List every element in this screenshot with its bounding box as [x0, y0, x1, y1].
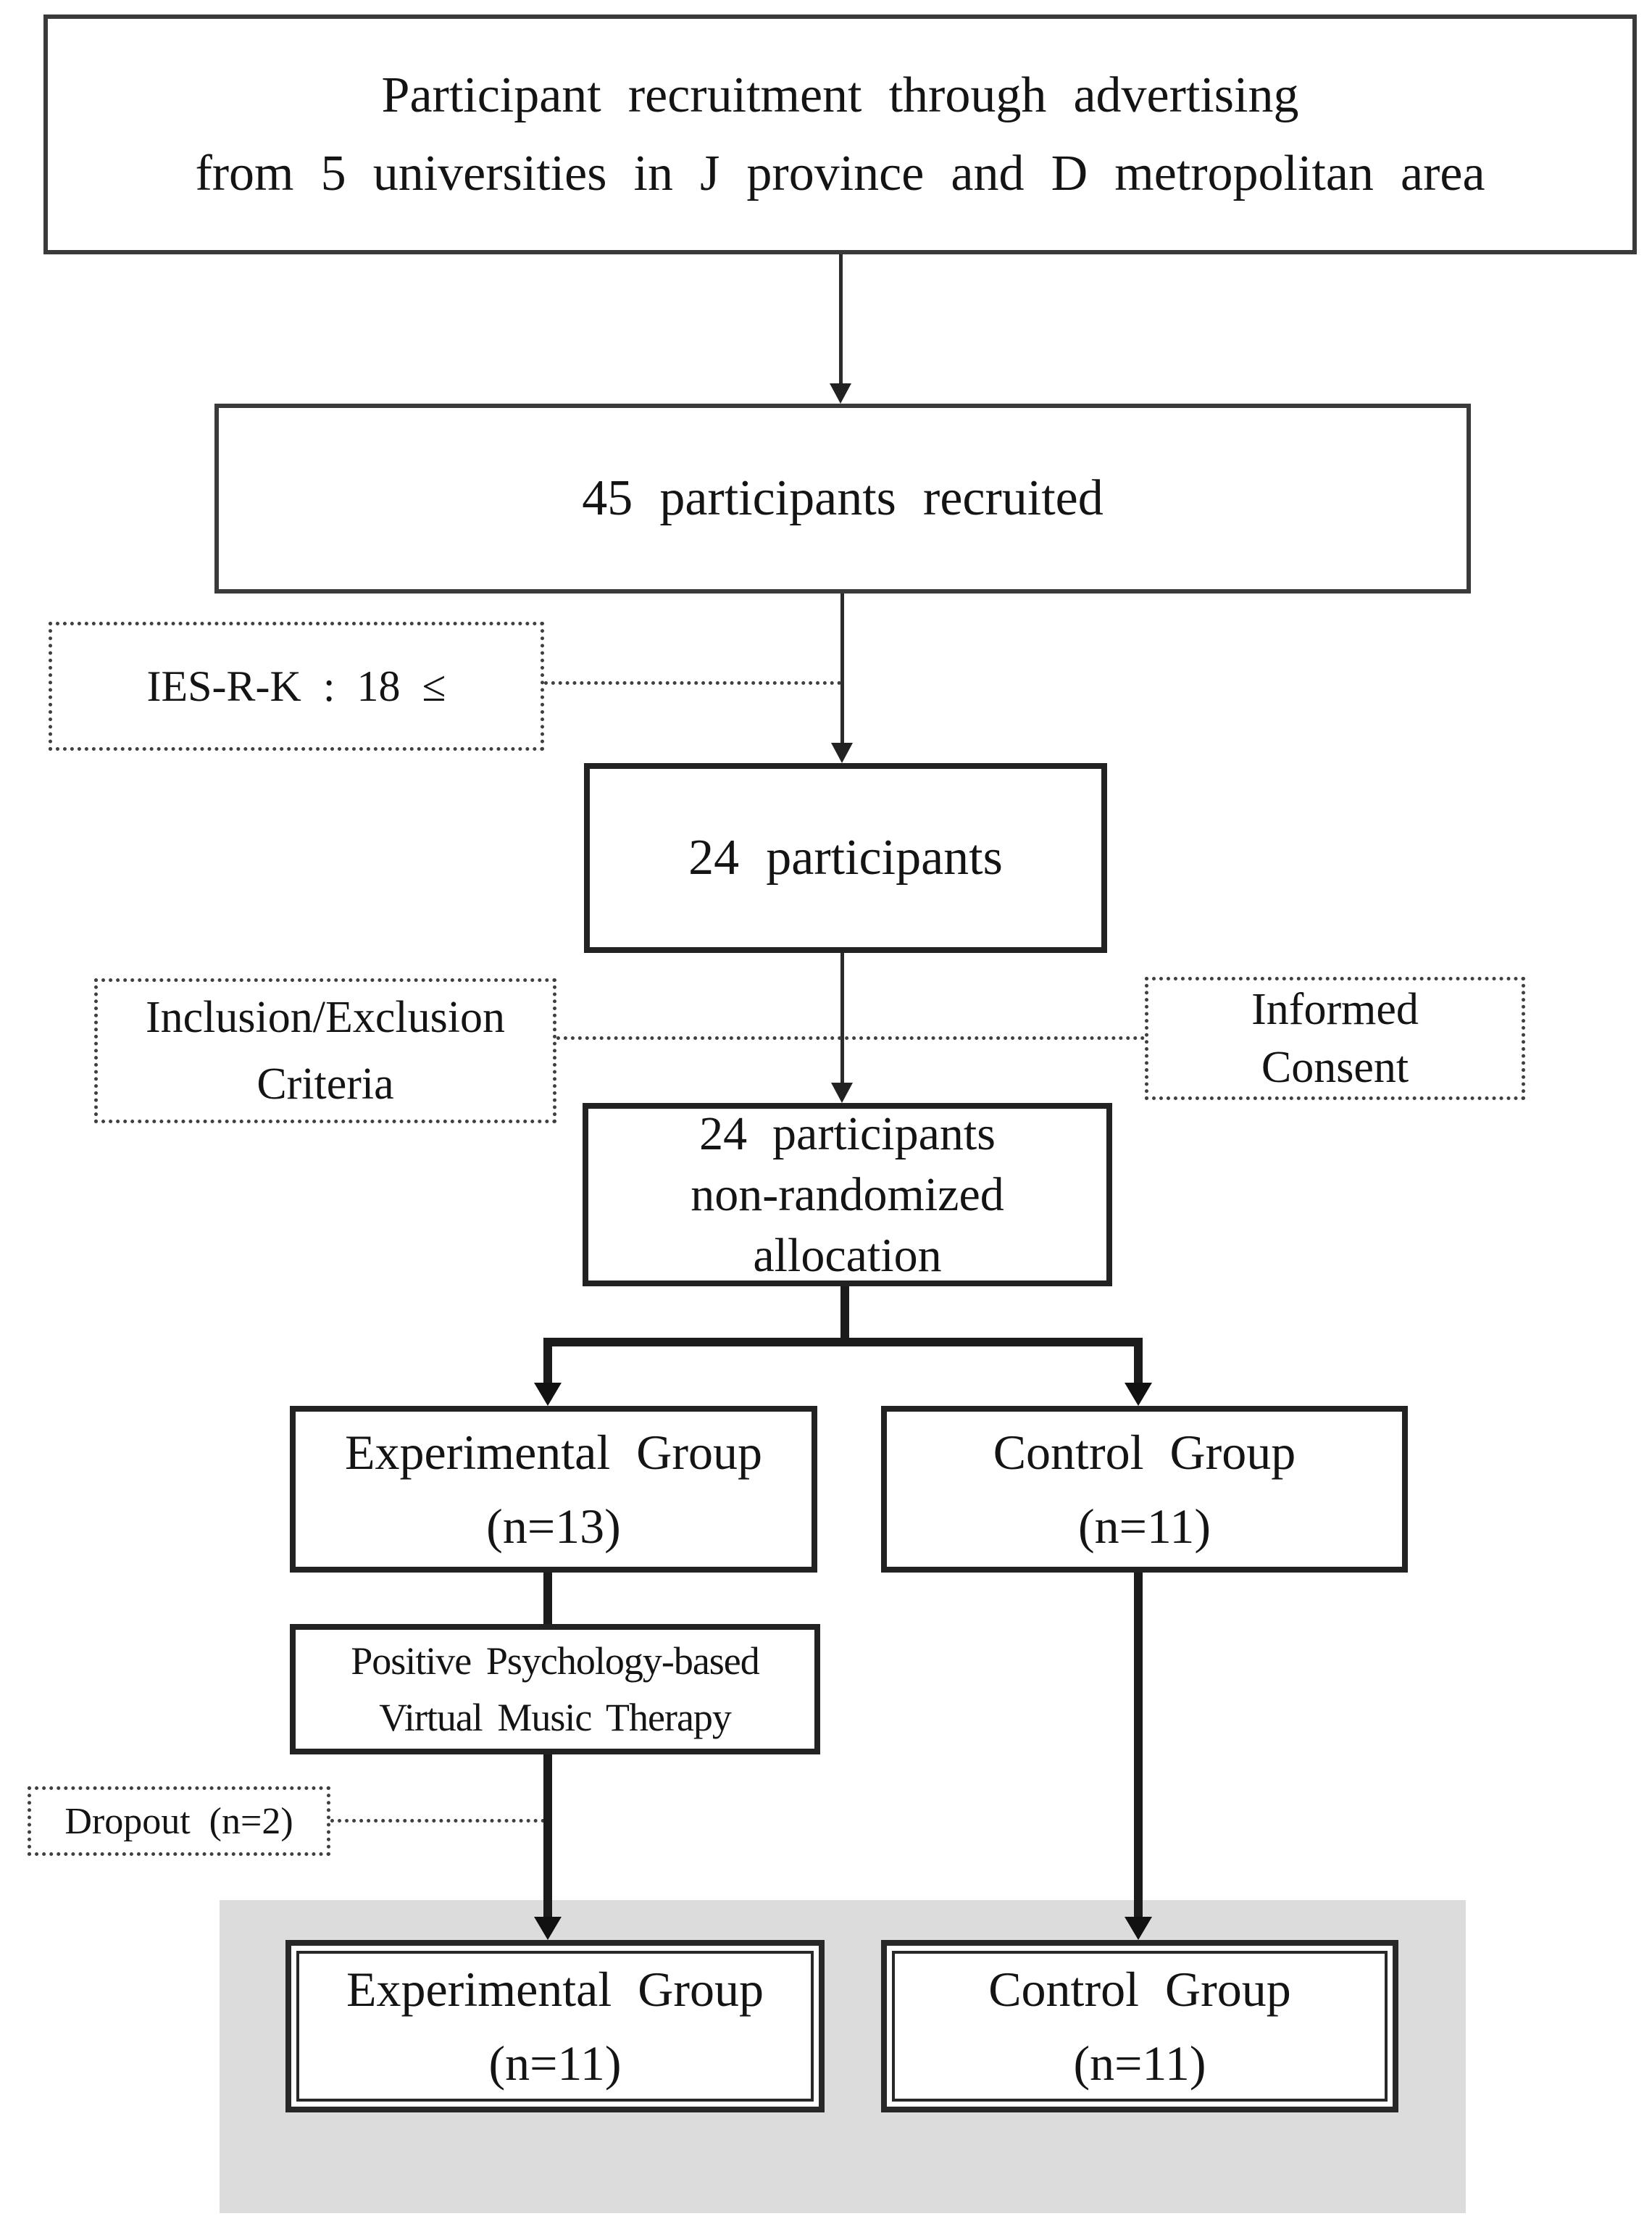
node-recruited-label: 45 participants recruited — [582, 470, 1104, 526]
arrowhead-final-experimental-icon — [534, 1917, 562, 1940]
dotted-connector-criteria-consent — [556, 1036, 1145, 1040]
node-control-line1: Control Group — [993, 1425, 1296, 1480]
node-screened: 24 participants — [584, 763, 1107, 953]
arrowhead-recruited-icon — [830, 383, 851, 404]
node-therapy-line1: Positive Psychology-based — [351, 1639, 760, 1683]
annotation-informed-consent: Informed Consent — [1145, 977, 1525, 1100]
node-control-line2: (n=11) — [1077, 1499, 1211, 1554]
arrowhead-screened-icon — [831, 743, 853, 763]
node-recruitment-line1: Participant recruitment through advertis… — [381, 67, 1299, 123]
arrow-line-recruitment-to-recruited — [839, 254, 843, 386]
node-final-control-group: Control Group (n=11) — [881, 1940, 1398, 2112]
arrow-line-to-experimental — [543, 1338, 552, 1383]
annotation-inclusion-exclusion: Inclusion/Exclusion Criteria — [94, 978, 556, 1123]
node-allocation-line2: non-randomized — [691, 1167, 1004, 1221]
node-therapy: Positive Psychology-based Virtual Music … — [290, 1624, 820, 1754]
arrow-line-therapy-to-final-experimental — [543, 1754, 552, 1918]
node-experimental-line1: Experimental Group — [344, 1425, 763, 1480]
node-allocation-line1: 24 participants — [699, 1107, 996, 1160]
arrowhead-final-control-icon — [1125, 1917, 1152, 1940]
arrowhead-control-icon — [1125, 1383, 1152, 1406]
branch-horizontal-line — [543, 1338, 1143, 1346]
arrow-line-control-to-final-control — [1134, 1572, 1143, 1918]
node-recruitment-line2: from 5 universities in J province and D … — [195, 145, 1485, 201]
annotation-dropout-label: Dropout (n=2) — [64, 1800, 293, 1842]
arrowhead-experimental-icon — [534, 1383, 562, 1406]
node-allocation: 24 participants non-randomized allocatio… — [583, 1103, 1112, 1286]
annotation-criteria-line2: Criteria — [256, 1059, 394, 1109]
line-experimental-to-therapy — [543, 1572, 552, 1627]
node-final-control-line2: (n=11) — [1073, 2036, 1206, 2091]
node-experimental-line2: (n=13) — [486, 1499, 621, 1554]
annotation-consent-line1: Informed — [1251, 985, 1419, 1034]
dotted-connector-ies — [544, 681, 841, 685]
node-final-experimental-line2: (n=11) — [488, 2036, 622, 2091]
node-therapy-line2: Virtual Music Therapy — [379, 1696, 732, 1739]
node-allocation-line3: allocation — [753, 1228, 942, 1282]
node-recruitment: Participant recruitment through advertis… — [43, 14, 1637, 254]
node-final-experimental-line1: Experimental Group — [346, 1962, 764, 2017]
arrow-line-to-control — [1134, 1338, 1143, 1383]
arrow-line-screened-to-allocation — [840, 952, 844, 1083]
node-recruited: 45 participants recruited — [214, 404, 1471, 594]
node-experimental-group: Experimental Group (n=13) — [290, 1406, 817, 1573]
annotation-ies-criterion: IES-R-K : 18 ≤ — [49, 622, 544, 751]
node-final-control-line1: Control Group — [988, 1962, 1291, 2017]
dotted-connector-dropout — [330, 1819, 545, 1823]
annotation-ies-label: IES-R-K : 18 ≤ — [146, 662, 446, 710]
branch-stem-line — [840, 1286, 849, 1346]
annotation-consent-line2: Consent — [1261, 1043, 1409, 1092]
arrow-line-recruited-to-screened — [840, 593, 844, 744]
annotation-criteria-line1: Inclusion/Exclusion — [146, 993, 505, 1042]
node-control-group: Control Group (n=11) — [881, 1406, 1408, 1573]
annotation-dropout: Dropout (n=2) — [28, 1786, 330, 1856]
node-screened-label: 24 participants — [688, 830, 1003, 886]
arrowhead-allocation-icon — [831, 1083, 853, 1103]
node-final-experimental-group: Experimental Group (n=11) — [285, 1940, 825, 2112]
